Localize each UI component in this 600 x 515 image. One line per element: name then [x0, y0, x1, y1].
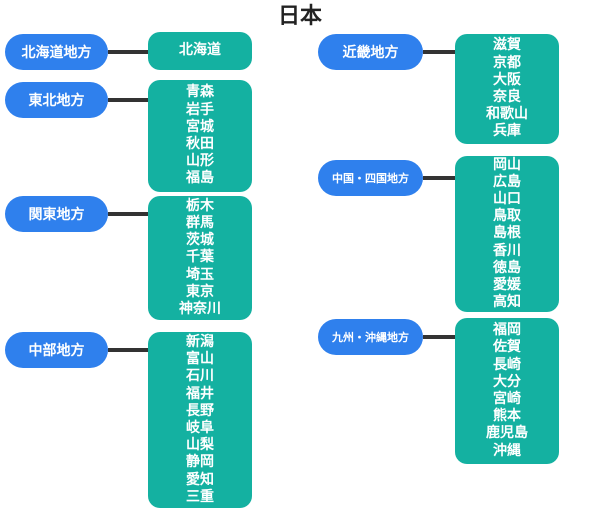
prefecture-label: 鹿児島 [486, 425, 528, 442]
prefecture-label: 山形 [186, 153, 214, 170]
prefecture-label: 佐賀 [493, 339, 521, 356]
prefecture-label: 宮崎 [493, 391, 521, 407]
connector-line [423, 335, 455, 339]
prefecture-label: 東京 [186, 283, 214, 300]
prefecture-label: 和歌山 [486, 106, 528, 123]
prefecture-label: 石川 [186, 368, 214, 385]
connector-line [108, 50, 148, 54]
connector-line [108, 212, 148, 216]
prefecture-label: 長野 [186, 402, 214, 419]
prefecture-label: 神奈川 [179, 301, 221, 317]
prefecture-label: 島根 [493, 225, 521, 242]
prefecture-label: 兵庫 [493, 123, 521, 140]
prefecture-label: 岩手 [186, 101, 214, 118]
prefecture-label: 滋賀 [493, 37, 521, 54]
prefecture-label: 千葉 [186, 249, 214, 266]
prefecture-label: 三重 [186, 488, 214, 505]
prefecture-box: 北海道 [148, 32, 252, 70]
region-node: 近畿地方 [318, 34, 423, 70]
prefecture-label: 富山 [186, 351, 214, 368]
region-node: 九州・沖縄地方 [318, 319, 423, 355]
prefecture-label: 新潟 [186, 333, 214, 350]
prefecture-label: 大阪 [493, 71, 521, 88]
region-node: 関東地方 [5, 196, 108, 232]
prefecture-box: 栃木群馬茨城千葉埼玉東京神奈川 [148, 196, 252, 320]
prefecture-label: 広島 [493, 173, 521, 190]
connector-line [108, 98, 148, 102]
region-node: 東北地方 [5, 82, 108, 118]
prefecture-label: 愛知 [186, 471, 214, 488]
prefecture-box: 福岡佐賀長崎大分宮崎熊本鹿児島沖縄 [455, 318, 559, 464]
prefecture-label: 秋田 [186, 136, 214, 152]
connector-line [423, 50, 455, 54]
prefecture-label: 長崎 [493, 356, 521, 373]
prefecture-label: 岡山 [493, 156, 521, 173]
prefecture-label: 福岡 [493, 322, 521, 339]
prefecture-label: 山口 [493, 190, 521, 207]
prefecture-label: 熊本 [493, 408, 521, 425]
prefecture-label: 奈良 [493, 89, 521, 105]
prefecture-label: 福井 [186, 385, 214, 402]
prefecture-box: 滋賀京都大阪奈良和歌山兵庫 [455, 34, 559, 144]
connector-line [423, 176, 455, 180]
prefecture-label: 茨城 [186, 232, 214, 249]
prefecture-label: 静岡 [186, 454, 214, 471]
prefecture-label: 栃木 [186, 197, 214, 214]
prefecture-box: 岡山広島山口鳥取島根香川徳島愛媛高知 [455, 156, 559, 312]
prefecture-label: 沖縄 [493, 442, 521, 459]
prefecture-box: 青森岩手宮城秋田山形福島 [148, 80, 252, 192]
prefecture-label: 愛媛 [493, 277, 521, 293]
prefecture-label: 岐阜 [186, 420, 214, 436]
prefecture-box: 新潟富山石川福井長野岐阜山梨静岡愛知三重 [148, 332, 252, 508]
connector-line [108, 348, 148, 352]
diagram-title: 日本 [277, 4, 322, 29]
prefecture-label: 青森 [186, 84, 214, 101]
prefecture-label: 埼玉 [186, 266, 214, 283]
region-node: 北海道地方 [5, 34, 108, 70]
prefecture-label: 鳥取 [493, 208, 521, 225]
prefecture-label: 福島 [186, 170, 214, 187]
prefecture-label: 宮城 [186, 118, 214, 135]
prefecture-label: 京都 [493, 54, 521, 71]
region-node: 中国・四国地方 [318, 160, 423, 196]
prefecture-label: 群馬 [186, 214, 214, 231]
region-node: 中部地方 [5, 332, 108, 368]
prefecture-label: 山梨 [186, 437, 214, 454]
prefecture-label: 香川 [493, 242, 521, 259]
prefecture-label: 大分 [493, 373, 521, 390]
prefecture-label: 徳島 [493, 259, 521, 276]
prefecture-label: 高知 [493, 294, 521, 311]
prefecture-label: 北海道 [179, 42, 221, 59]
